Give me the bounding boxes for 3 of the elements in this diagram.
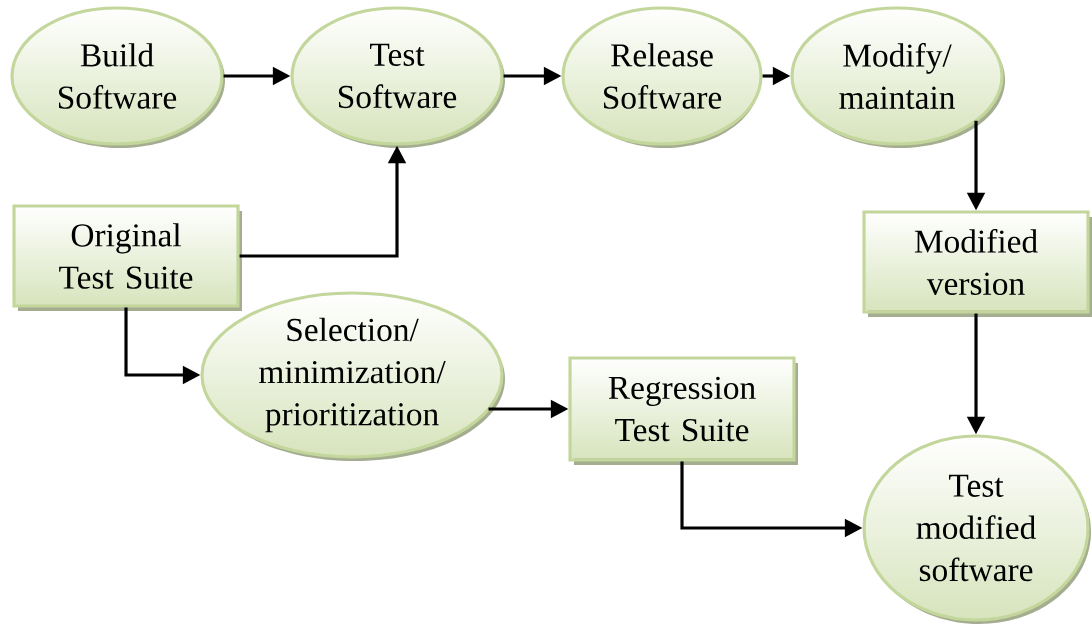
process-box: Regression Test Suite	[568, 356, 798, 465]
process-box: Modified version	[862, 210, 1092, 317]
process-box: Original Test Suite	[12, 204, 242, 311]
